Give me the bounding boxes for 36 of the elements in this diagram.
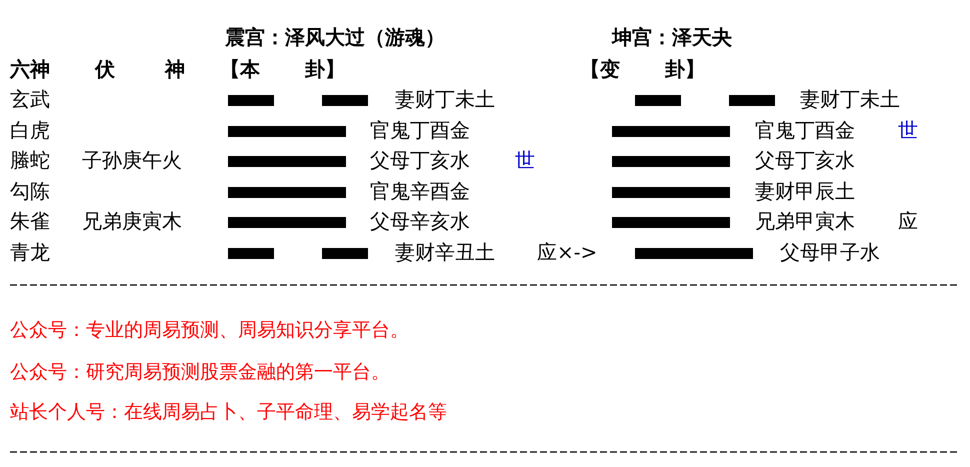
spirit-name: 螣蛇 bbox=[10, 148, 50, 172]
column-header: 【本 bbox=[220, 57, 260, 81]
world-marker: 世 bbox=[898, 118, 918, 142]
line-text: 父母丁亥水 bbox=[755, 148, 855, 172]
line-text: 妻财辛丑土 bbox=[395, 240, 495, 264]
promo-note: 公众号：专业的周易预测、周易知识分享平台。 bbox=[10, 318, 409, 342]
response-marker: 应 bbox=[898, 209, 918, 233]
column-header: 六神 bbox=[10, 57, 50, 81]
column-header: 神 bbox=[165, 57, 185, 81]
hidden-spirit-text: 兄弟庚寅木 bbox=[82, 209, 182, 233]
promo-note: 站长个人号：在线周易占卜、子平命理、易学起名等 bbox=[10, 400, 447, 424]
hexagram-title: 坤宫：泽天夬 bbox=[612, 25, 732, 49]
spirit-name: 朱雀 bbox=[10, 209, 50, 233]
line-text: 父母甲子水 bbox=[780, 240, 880, 264]
line-text: 妻财丁未土 bbox=[800, 87, 900, 111]
spirit-name: 勾陈 bbox=[10, 179, 50, 203]
column-header: 卦】 bbox=[665, 57, 705, 81]
hexagram-title: 震宫：泽风大过（游魂） bbox=[225, 25, 445, 49]
line-text: 妻财丁未土 bbox=[395, 87, 495, 111]
spirit-name: 青龙 bbox=[10, 240, 50, 264]
line-text: 官鬼辛酉金 bbox=[370, 179, 470, 203]
spirit-name: 玄武 bbox=[10, 87, 50, 111]
line-text: 兄弟甲寅木 bbox=[755, 209, 855, 233]
spirit-name: 白虎 bbox=[10, 118, 50, 142]
hidden-spirit-text: 子孙庚午火 bbox=[82, 148, 182, 172]
column-header: 【变 bbox=[580, 57, 620, 81]
column-header: 卦】 bbox=[305, 57, 345, 81]
column-header: 伏 bbox=[95, 57, 115, 81]
line-text: 妻财甲辰土 bbox=[755, 179, 855, 203]
promo-note: 公众号：研究周易预测股票金融的第一平台。 bbox=[10, 360, 390, 384]
line-text: 官鬼丁酉金 bbox=[370, 118, 470, 142]
line-text: 父母辛亥水 bbox=[370, 209, 470, 233]
world-marker: 世 bbox=[515, 148, 535, 172]
line-text: 官鬼丁酉金 bbox=[755, 118, 855, 142]
line-text: 父母丁亥水 bbox=[370, 148, 470, 172]
change-marker: 应×-> bbox=[537, 240, 598, 264]
